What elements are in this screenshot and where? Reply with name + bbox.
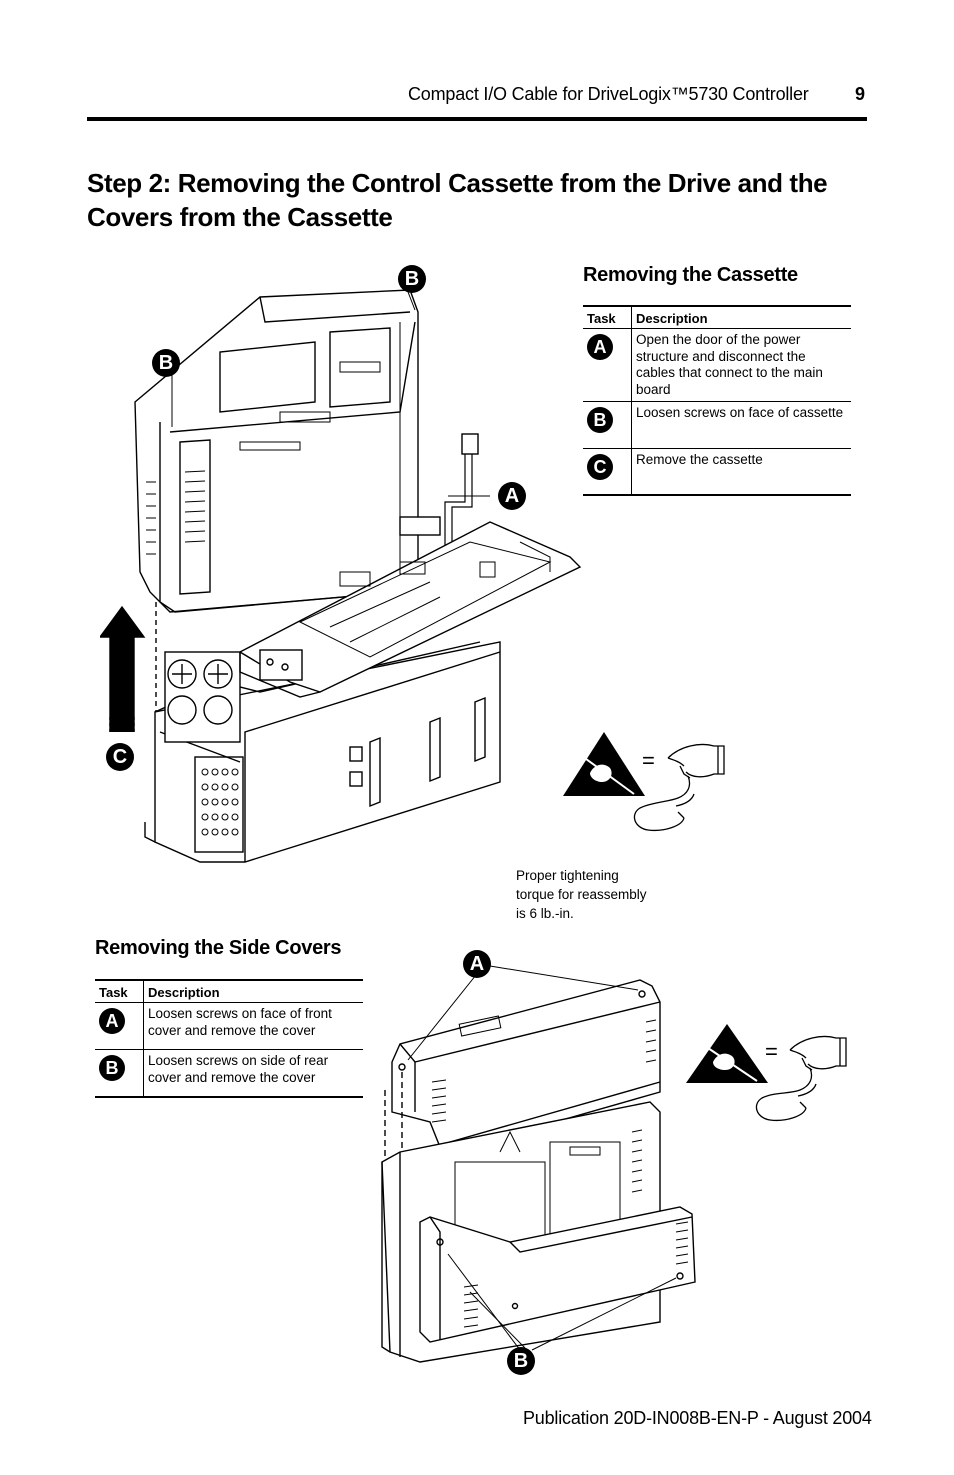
cassette-col-task: Task (583, 305, 632, 329)
table-row: B Loosen screws on face of cassette (583, 401, 851, 449)
callout-badge: C (587, 454, 613, 480)
table-row: C Remove the cassette (583, 448, 851, 496)
task-description: Loosen screws on face of front cover and… (143, 1002, 363, 1050)
task-description: Remove the cassette (631, 448, 851, 496)
callout-badge: B (587, 407, 613, 433)
cassette-removal-illustration (100, 289, 582, 863)
esd-equals: = (642, 748, 655, 773)
table-row: A Loosen screws on face of front cover a… (95, 1002, 363, 1050)
cassette-task-table: Task Description A Open the door of the … (583, 305, 851, 496)
wrist-strap-hand-icon (633, 743, 725, 832)
task-description: Open the door of the power structure and… (631, 328, 851, 402)
esd-warning-icon (563, 732, 645, 796)
callout-b-left: B (152, 349, 180, 377)
esd-equals: = (765, 1039, 778, 1064)
side-covers-removal-illustration (381, 965, 696, 1363)
torque-note-line: Proper tightening (516, 868, 619, 883)
header-rule (87, 117, 867, 121)
torque-note: Proper tightening torque for reassembly … (516, 866, 647, 923)
callout-b-rear-cover: B (507, 1347, 535, 1375)
task-description: Loosen screws on face of cassette (631, 401, 851, 449)
callout-badge: B (99, 1055, 125, 1081)
torque-note-line: is 6 lb.-in. (516, 906, 574, 921)
wrist-strap-hand-icon (755, 1035, 847, 1122)
side-covers-col-task: Task (95, 979, 144, 1003)
callout-badge: A (99, 1008, 125, 1034)
table-row: A Open the door of the power structure a… (583, 328, 851, 402)
callout-badge: A (587, 334, 613, 360)
side-covers-task-table: Task Description A Loosen screws on face… (95, 979, 363, 1098)
task-description: Loosen screws on side of rear cover and … (143, 1049, 363, 1098)
side-covers-col-description: Description (143, 979, 363, 1003)
cassette-col-description: Description (631, 305, 851, 329)
side-covers-section-title: Removing the Side Covers (95, 937, 342, 959)
esd-warning-icon (686, 1024, 768, 1083)
page-number: 9 (855, 84, 866, 104)
running-header-title: Compact I/O Cable for DriveLogix™5730 Co… (408, 84, 809, 104)
callout-a-front-cover: A (463, 950, 491, 978)
step-title: Step 2: Removing the Control Cassette fr… (87, 168, 828, 232)
callout-b-top: B (398, 265, 426, 293)
cassette-section-title: Removing the Cassette (583, 264, 798, 286)
table-row: B Loosen screws on side of rear cover an… (95, 1049, 363, 1098)
torque-note-line: torque for reassembly (516, 887, 647, 902)
callout-c: C (106, 743, 134, 771)
callout-a-cable: A (498, 482, 526, 510)
publication-footer: Publication 20D-IN008B-EN-P - August 200… (523, 1408, 872, 1428)
